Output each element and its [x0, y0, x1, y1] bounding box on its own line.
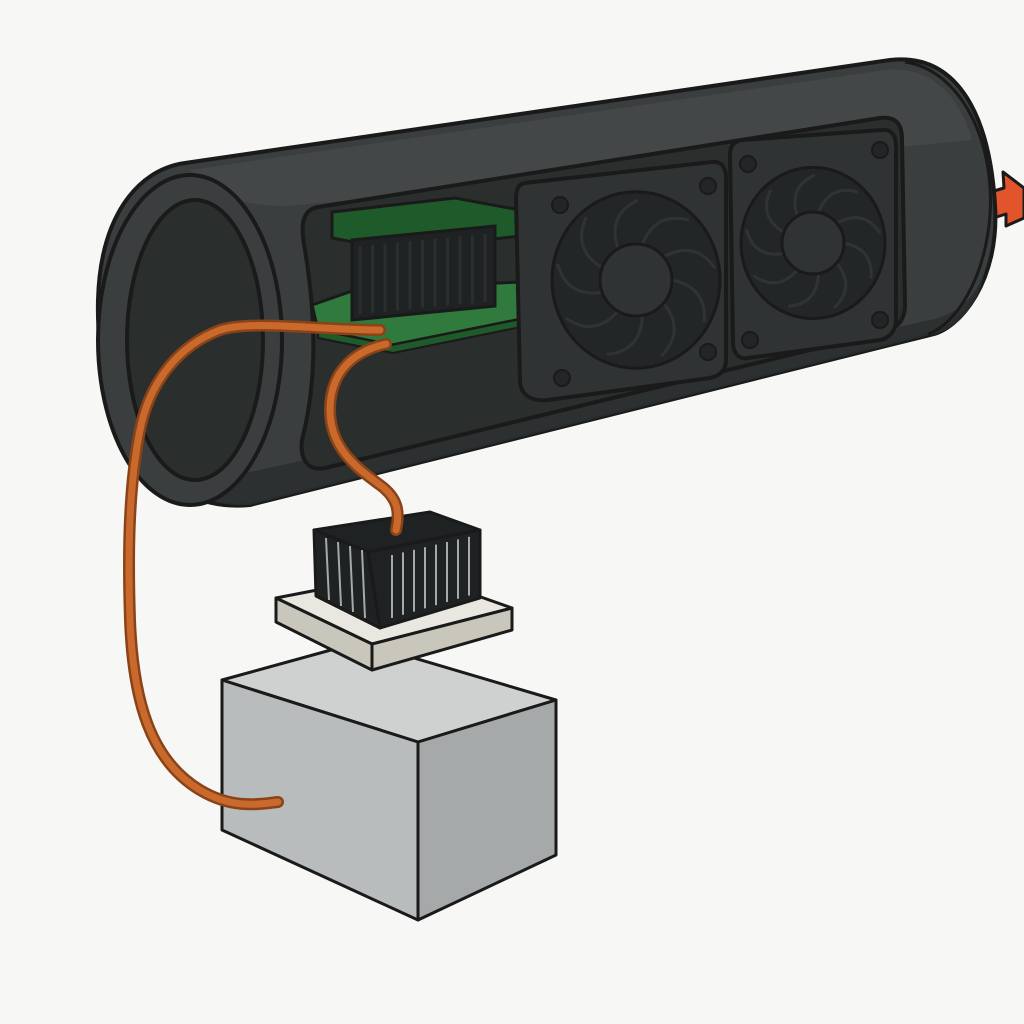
fan-screw-hole [551, 196, 569, 214]
fan-blade [613, 198, 639, 250]
fan-blade [744, 229, 785, 256]
fan-screw-hole [699, 177, 717, 195]
fan-hub [598, 242, 674, 318]
fan-blade [564, 310, 620, 329]
cooling-fan-left [513, 159, 728, 403]
fan-blade [556, 263, 603, 295]
fan-blade [580, 216, 603, 269]
fan-blade [836, 216, 882, 234]
heatsink-fin [361, 549, 366, 619]
fan-blade [660, 302, 676, 357]
power-block [220, 640, 558, 922]
fan-screw-hole [741, 331, 759, 349]
fan-hub [780, 210, 846, 276]
fan-blade [833, 261, 848, 309]
fan-blade [662, 249, 717, 270]
fan-blade [843, 241, 873, 279]
copper-wire-long [123, 319, 386, 811]
fan-screw-hole [871, 311, 889, 329]
fan-blade [793, 173, 816, 217]
heatsink-fin [337, 541, 342, 607]
heatsink-fin [349, 545, 354, 613]
fan-screw-hole [553, 369, 571, 387]
fan-blade [816, 188, 859, 214]
fan-blade [606, 315, 644, 356]
fan-screw-hole [699, 343, 717, 361]
fan-blade [671, 278, 706, 322]
fan-screw-hole [871, 141, 889, 159]
board-heatsink [330, 196, 522, 322]
heatsink-fin [325, 537, 330, 601]
fan-blade [787, 273, 820, 308]
copper-wire-short [323, 338, 404, 536]
cooling-fan-right [727, 127, 898, 361]
fan-screw-hole [739, 155, 757, 173]
fan-blade [640, 216, 690, 246]
fan-blade [752, 268, 799, 285]
fan-blade [765, 189, 785, 234]
